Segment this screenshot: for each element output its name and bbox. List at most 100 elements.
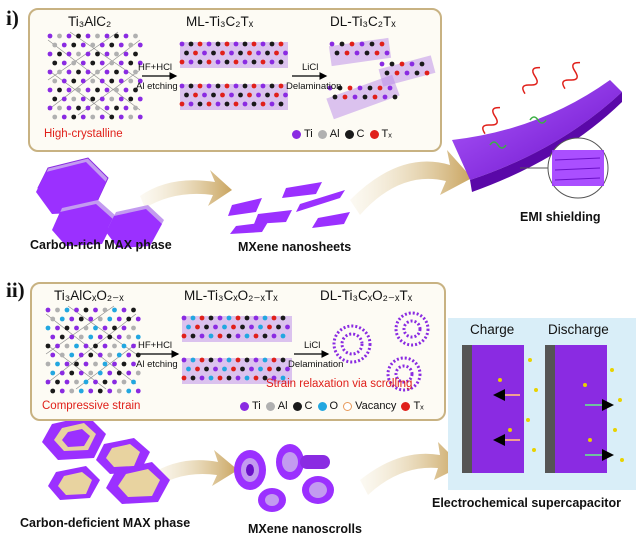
- atom: [88, 388, 94, 394]
- atom: [64, 361, 70, 367]
- atom: [66, 87, 72, 93]
- atom: [64, 379, 70, 385]
- atom: [112, 307, 117, 313]
- etch-label-i-2: Al etching: [136, 81, 178, 92]
- atom: [226, 315, 232, 321]
- atom: [188, 101, 194, 107]
- atom: [88, 370, 94, 376]
- atom: [107, 370, 113, 376]
- atom: [276, 366, 281, 372]
- atom: [364, 50, 370, 56]
- legend-vacancy-ii: Vacancy: [355, 400, 397, 412]
- atom: [61, 60, 67, 66]
- atom: [109, 114, 115, 120]
- atom: [118, 96, 124, 102]
- atom: [280, 333, 286, 339]
- atom: [47, 105, 53, 111]
- legend-i: Ti Al C Tₓ: [292, 128, 392, 140]
- atom: [135, 334, 141, 340]
- atom: [80, 96, 86, 102]
- atom: [204, 324, 209, 330]
- atom: [114, 33, 119, 39]
- atom: [104, 69, 110, 75]
- atom: [57, 51, 62, 57]
- atom: [59, 352, 65, 358]
- label-discharge: Discharge: [548, 322, 609, 337]
- atom: [233, 83, 239, 89]
- atom: [202, 92, 207, 98]
- atom: [78, 352, 84, 358]
- flow-arrow-i-1: [140, 170, 232, 208]
- atom: [190, 333, 196, 339]
- stage-dl-ii: DL-Ti₃CₓO₂₋ₓTₓ: [320, 288, 413, 303]
- atom: [224, 101, 230, 107]
- atom: [213, 324, 218, 330]
- atom: [69, 370, 75, 376]
- atom: [274, 92, 279, 98]
- atom: [377, 85, 383, 91]
- atom: [128, 78, 134, 84]
- atom: [104, 51, 110, 57]
- atom: [342, 94, 348, 100]
- atom: [80, 114, 86, 120]
- legend-ti-i: Ti: [304, 128, 313, 140]
- atom: [197, 101, 203, 107]
- atom: [99, 42, 105, 48]
- atom: [224, 83, 230, 89]
- atom: [107, 316, 113, 322]
- atom: [57, 87, 62, 93]
- flow-arrow-ii-1: [150, 450, 238, 490]
- atom: [186, 324, 191, 330]
- atom: [137, 60, 143, 66]
- atom: [327, 85, 333, 91]
- atom: [372, 94, 378, 100]
- nanoscrolls-ii: [234, 444, 334, 512]
- legend-c-ii: C: [304, 400, 313, 412]
- atom: [337, 85, 343, 91]
- flow-arrow-ii-2: [360, 442, 462, 495]
- atom: [64, 307, 70, 313]
- atom: [251, 41, 257, 47]
- atom: [224, 59, 230, 65]
- atom: [50, 316, 56, 322]
- label-max-i: Carbon-rich MAX phase: [30, 238, 172, 252]
- atom: [47, 69, 53, 75]
- atom: [278, 59, 284, 65]
- atom: [206, 101, 212, 107]
- dl-scrolls-ii: [332, 311, 430, 392]
- atom: [78, 388, 84, 394]
- atom: [278, 101, 284, 107]
- atom: [102, 343, 108, 349]
- atom: [181, 375, 187, 381]
- atom: [244, 333, 250, 339]
- label-max-ii: Carbon-deficient MAX phase: [20, 516, 191, 530]
- atom: [222, 366, 227, 372]
- atom: [107, 334, 113, 340]
- atom: [61, 78, 67, 84]
- atom: [128, 114, 134, 120]
- atom: [199, 357, 205, 363]
- atom: [47, 33, 53, 39]
- atom: [244, 375, 250, 381]
- atom: [235, 357, 241, 363]
- atom: [206, 59, 212, 65]
- atom: [262, 375, 268, 381]
- atom: [208, 357, 214, 363]
- stage-ml-ii: ML-Ti₃CₓO₂₋ₓTₓ: [184, 288, 278, 303]
- atom: [199, 315, 205, 321]
- atom: [190, 315, 196, 321]
- atom: [114, 87, 119, 93]
- legend-dot-c-ii: [292, 401, 302, 411]
- atom: [112, 343, 117, 349]
- atom: [112, 361, 117, 367]
- atom: [102, 379, 108, 385]
- atom: [83, 325, 89, 331]
- atom: [190, 375, 196, 381]
- atom: [55, 361, 60, 367]
- atom: [61, 114, 67, 120]
- atom: [64, 343, 70, 349]
- atom: [50, 388, 56, 394]
- atom: [229, 50, 234, 56]
- atom: [93, 361, 98, 367]
- atom: [137, 114, 143, 120]
